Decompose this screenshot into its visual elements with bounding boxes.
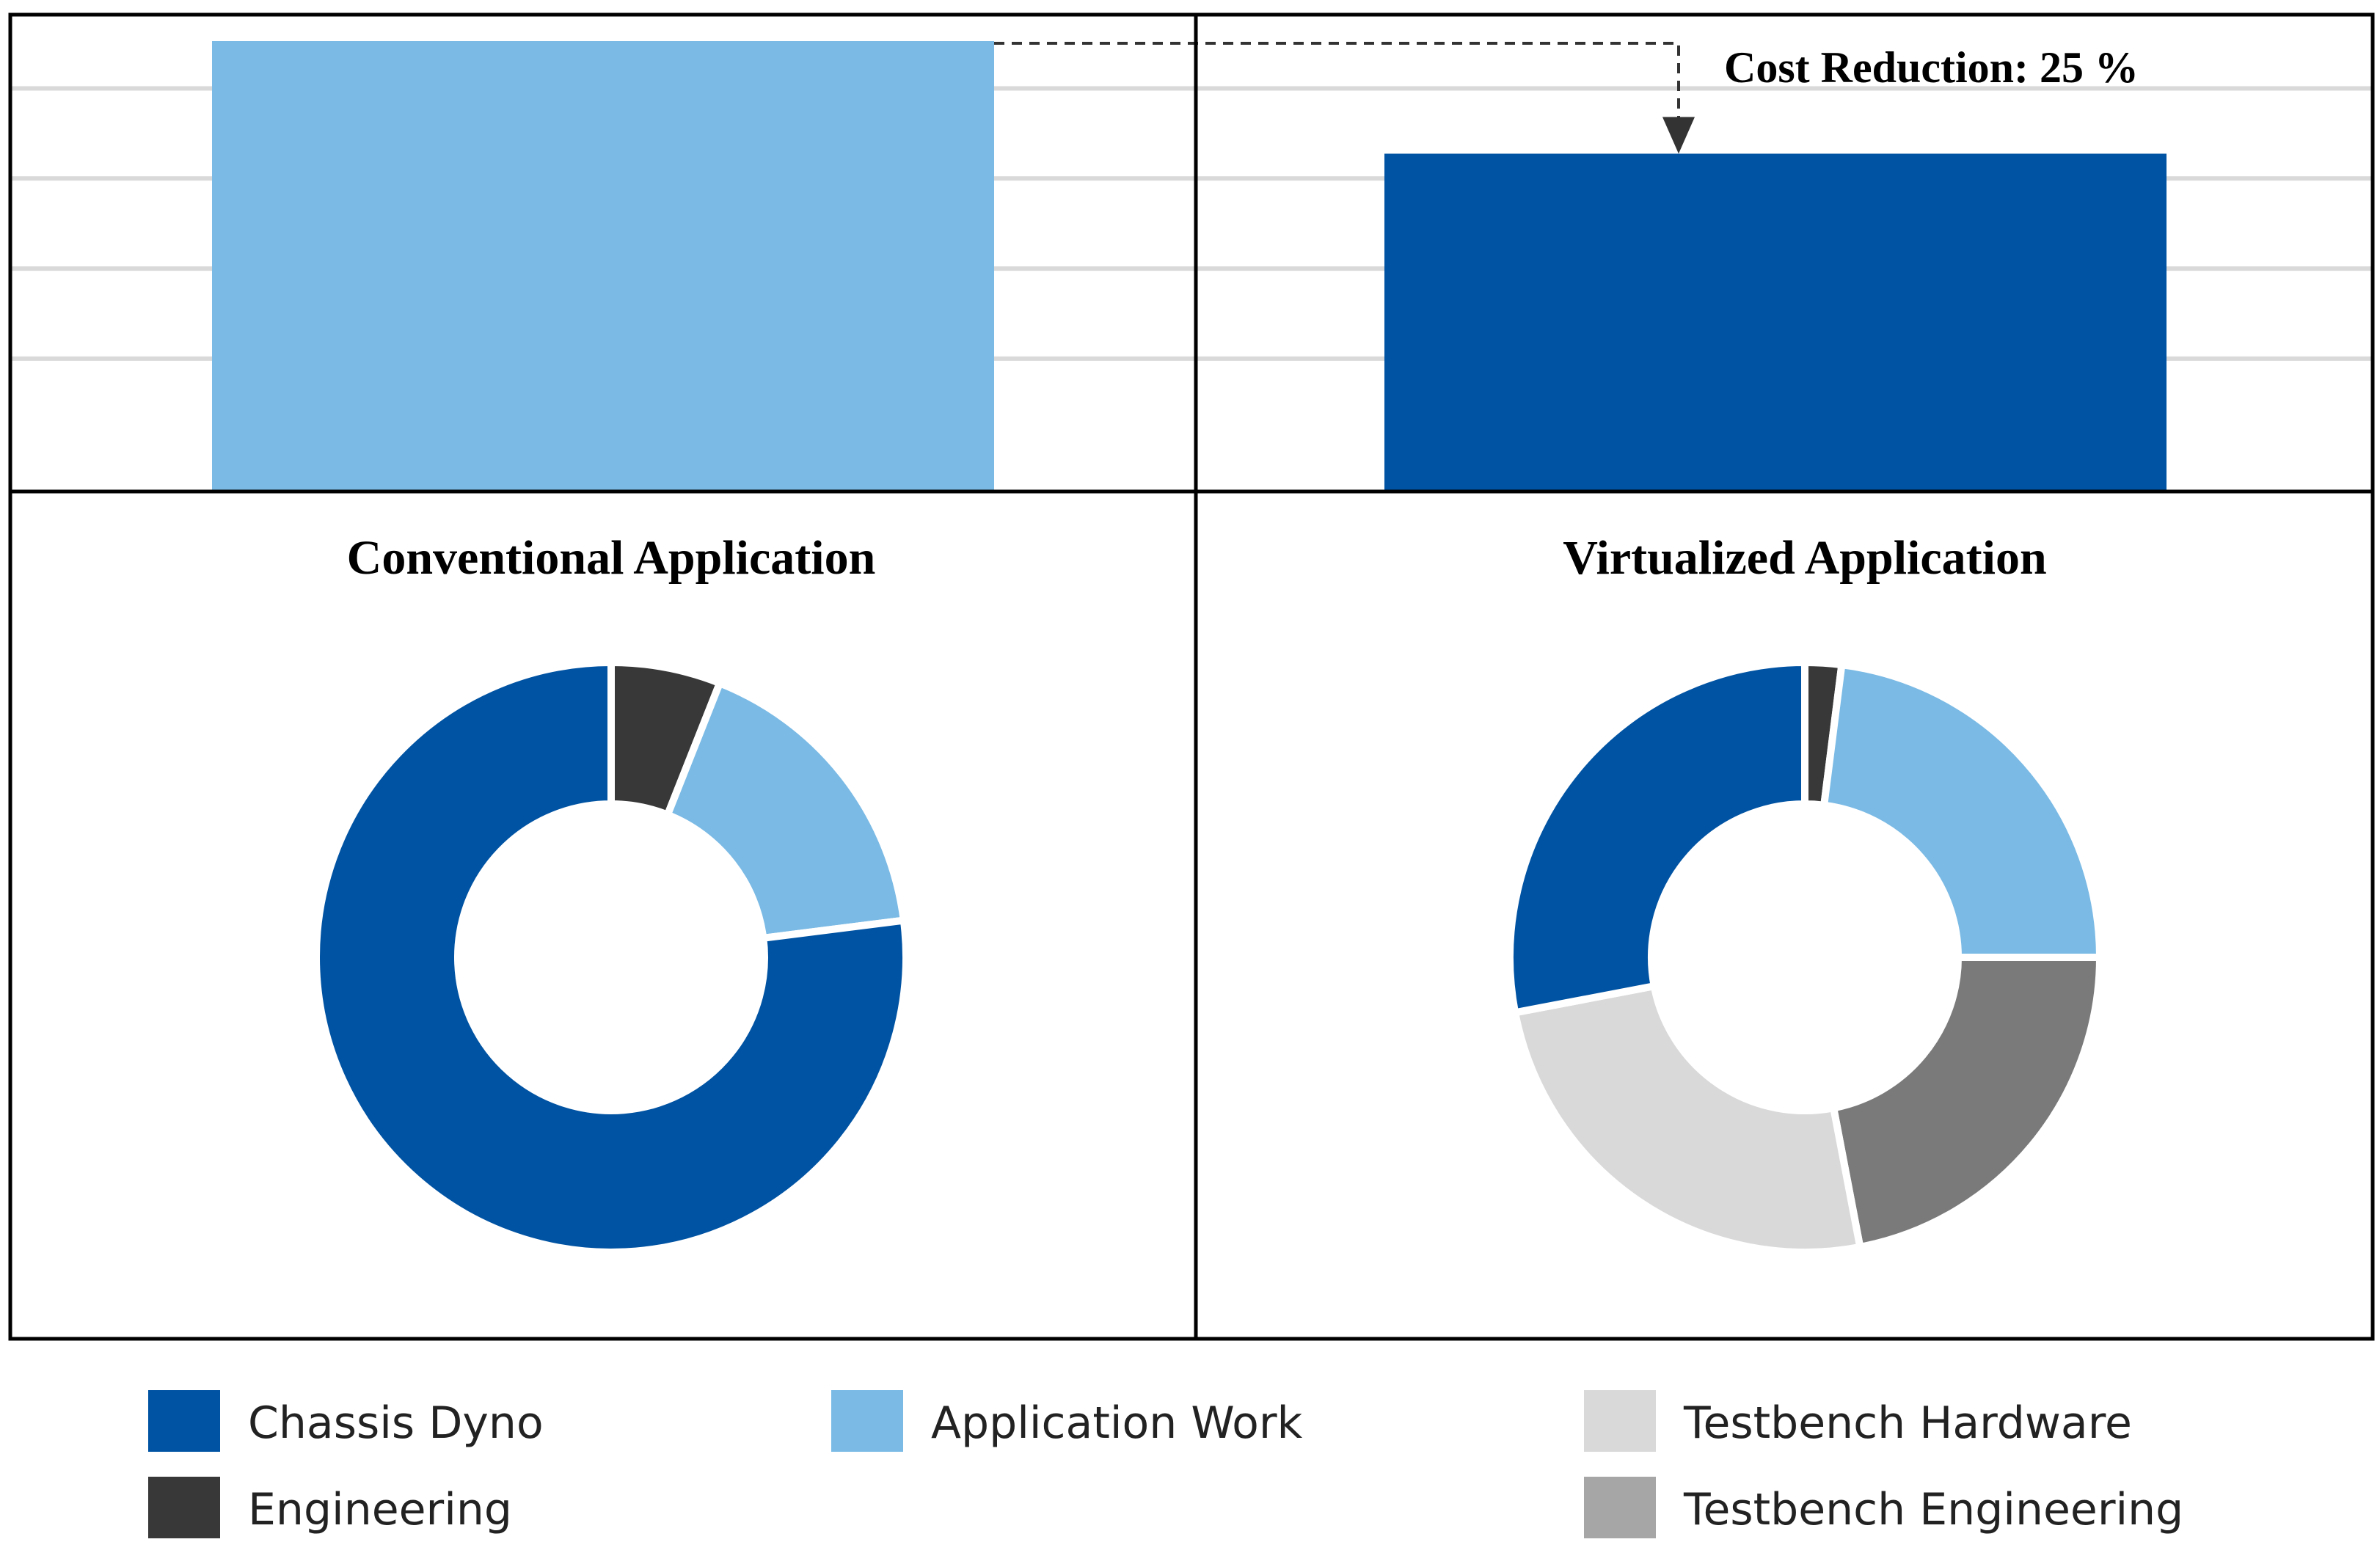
legend-item: Engineering: [148, 1477, 512, 1538]
legend-label: Testbench Engineering: [1683, 1484, 2183, 1535]
dashed-line: [994, 42, 1680, 120]
donut-slice: [1819, 660, 2104, 961]
donut-slice: [662, 678, 908, 943]
bar-series: [212, 41, 2167, 492]
donut-slice: [1506, 658, 1808, 1017]
bar: [1384, 153, 2167, 492]
donut-virtualized: [1506, 658, 2104, 1256]
panel-title-conventional: Conventional Application: [347, 531, 876, 585]
panel-title-virtualized: Virtualized Application: [1563, 531, 2046, 585]
legend-label: Chassis Dyno: [248, 1397, 544, 1449]
legend: Chassis Dyno Application Work Testbench …: [148, 1390, 2183, 1538]
legend-item: Application Work: [831, 1390, 1303, 1452]
legend-swatch: [1584, 1477, 1656, 1538]
donut-conventional: [313, 658, 910, 1256]
donut-slice: [313, 658, 910, 1256]
legend-label: Application Work: [931, 1397, 1303, 1449]
legend-swatch: [831, 1390, 903, 1452]
legend-swatch: [148, 1477, 220, 1538]
legend-item: Chassis Dyno: [148, 1390, 544, 1452]
legend-label: Testbench Hardware: [1683, 1397, 2132, 1449]
legend-swatch: [1584, 1390, 1656, 1452]
legend-item: Testbench Hardware: [1584, 1390, 2132, 1452]
panel-frame: [8, 12, 2375, 1341]
arrow-down-icon: [1662, 117, 1695, 154]
legend-label: Engineering: [248, 1484, 512, 1535]
legend-swatch: [148, 1390, 220, 1452]
bar: [212, 41, 994, 492]
legend-item: Testbench Engineering: [1584, 1477, 2183, 1538]
cost-reduction-label: Cost Reduction: 25 %: [1724, 43, 2139, 92]
donut-slice: [1511, 982, 1865, 1256]
cost-reduction-connector: [994, 42, 1695, 154]
donut-slice: [1829, 954, 2104, 1251]
